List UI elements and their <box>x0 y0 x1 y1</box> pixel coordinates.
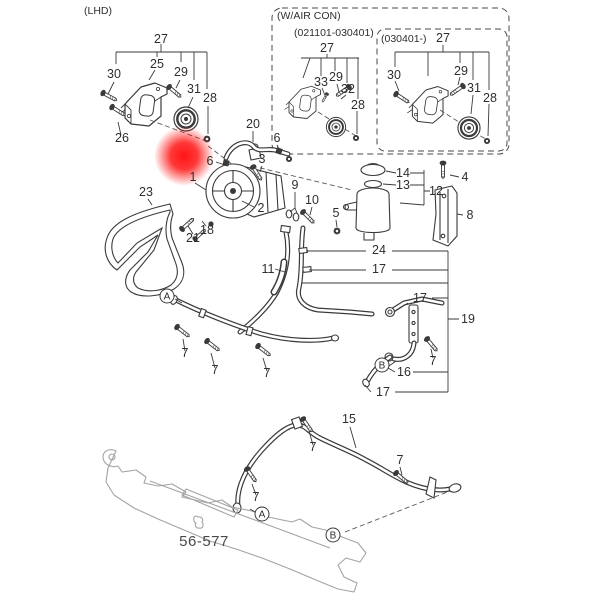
part-label-16: 16 <box>397 365 411 379</box>
part-label-32: 32 <box>341 82 355 96</box>
part-label-12: 12 <box>429 184 443 198</box>
svg-text:A: A <box>259 510 266 521</box>
part-label-27: 27 <box>436 31 450 45</box>
part-label-21: 21 <box>186 231 200 245</box>
part-label-6: 6 <box>274 131 281 145</box>
hose-15 <box>232 414 462 514</box>
reservoir-assembly <box>342 160 458 247</box>
part-label-31: 31 <box>467 81 481 95</box>
part-label-11: 11 <box>262 262 275 276</box>
section-label-w-air-con: (W/AIR CON) <box>277 10 341 22</box>
part-label-13: 13 <box>396 178 410 192</box>
part-label-33: 33 <box>314 75 328 89</box>
part-label-29: 29 <box>454 64 468 78</box>
part-label-25: 25 <box>150 57 164 71</box>
part-label-28: 28 <box>483 91 497 105</box>
pipe-a <box>170 295 340 359</box>
svg-text:B: B <box>379 361 386 372</box>
page-reference: 56-577 <box>179 533 229 550</box>
svg-text:B: B <box>330 531 337 542</box>
part-label-2: 2 <box>258 201 265 215</box>
part-label-28: 28 <box>351 98 365 112</box>
part-label-7: 7 <box>182 346 189 360</box>
w-air-con-box <box>271 7 510 155</box>
part-label-24: 24 <box>372 243 386 257</box>
circled-ref-B: B <box>374 357 390 373</box>
drive-belt <box>104 203 185 297</box>
part-label-7: 7 <box>310 440 317 454</box>
part-label-26: 26 <box>115 131 129 145</box>
section-label-range2: (030401-) <box>381 33 427 45</box>
part-label-23: 23 <box>139 185 153 199</box>
part-label-14: 14 <box>396 166 410 180</box>
svg-text:A: A <box>164 292 171 303</box>
part-label-18: 18 <box>200 223 214 237</box>
part-label-7: 7 <box>397 453 404 467</box>
suction-hose-20 <box>223 140 293 163</box>
part-label-31: 31 <box>187 82 201 96</box>
part-label-17: 17 <box>413 291 427 305</box>
b-connector-dash <box>344 490 451 533</box>
part-label-27: 27 <box>320 41 334 55</box>
part-label-17: 17 <box>376 385 390 399</box>
circled-ref-B: B <box>325 527 341 543</box>
part-label-27: 27 <box>154 32 168 46</box>
part-label-5: 5 <box>333 206 340 220</box>
part-label-29: 29 <box>174 65 188 79</box>
circled-ref-A: A <box>254 506 270 522</box>
part-label-20: 20 <box>246 117 260 131</box>
part-label-19: 19 <box>461 312 475 326</box>
part-label-9: 9 <box>292 178 299 192</box>
part-label-1: 1 <box>190 170 197 184</box>
part-label-30: 30 <box>387 68 401 82</box>
part-label-6: 6 <box>207 154 214 168</box>
red-part-highlight <box>154 126 214 186</box>
section-label-range1: (021101-030401) <box>294 27 374 39</box>
part-label-15: 15 <box>342 412 356 426</box>
part-label-4: 4 <box>462 170 469 184</box>
part-label-7: 7 <box>264 366 271 380</box>
part-label-7: 7 <box>430 354 437 368</box>
part-label-10: 10 <box>305 193 319 207</box>
part-label-8: 8 <box>467 208 474 222</box>
part-label-28: 28 <box>203 91 217 105</box>
steering-gear-outline <box>102 449 367 593</box>
callout-lines <box>107 44 490 513</box>
return-pipe <box>285 207 375 317</box>
part-label-7: 7 <box>253 490 260 504</box>
alignment-dashes <box>207 145 353 191</box>
pressure-hose-11 <box>237 224 291 335</box>
reservoir-bracket-8 <box>432 185 458 247</box>
part-label-29: 29 <box>329 70 343 84</box>
section-label-lhd: (LHD) <box>84 5 112 17</box>
part-label-17: 17 <box>372 262 386 276</box>
part-label-30: 30 <box>107 67 121 81</box>
circled-ref-A: A <box>159 288 175 304</box>
part-label-3: 3 <box>259 152 266 166</box>
part-label-7: 7 <box>212 363 219 377</box>
bracket-assembly-030401 <box>391 81 491 145</box>
